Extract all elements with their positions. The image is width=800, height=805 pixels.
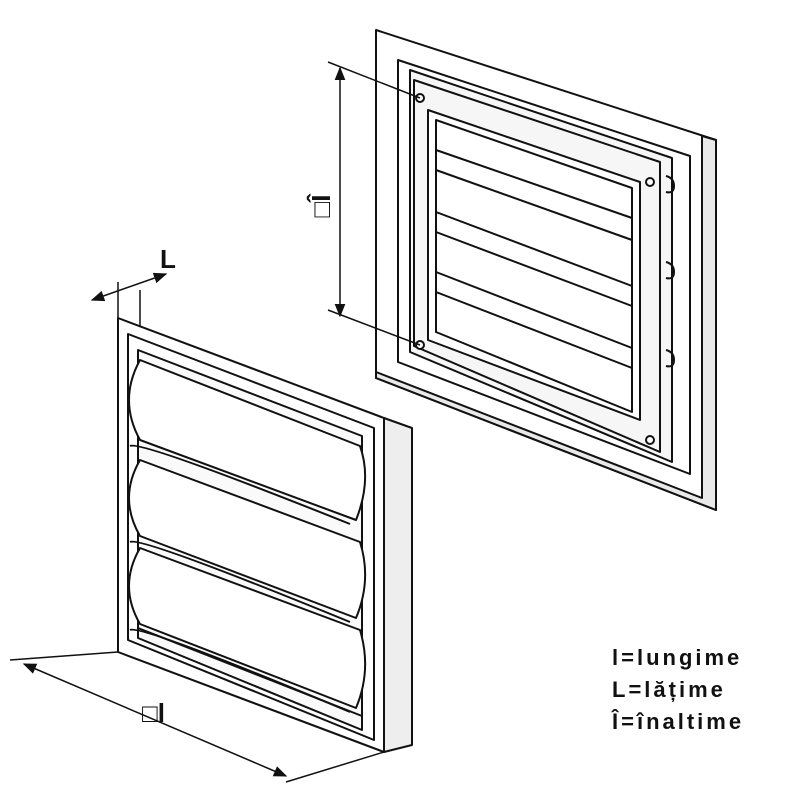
width-label: L — [160, 244, 176, 274]
rear-screw-br — [645, 435, 655, 445]
front-frame-side — [383, 417, 413, 753]
rear-grille — [375, 29, 717, 511]
front-louver-3 — [128, 547, 367, 709]
rear-slat-2 — [435, 211, 633, 287]
rear-slat-2b — [435, 231, 633, 307]
rear-slat-1 — [435, 149, 633, 219]
height-label: □Î — [306, 193, 336, 218]
rear-clip-3 — [665, 349, 675, 368]
length-ext-left — [9, 651, 119, 661]
rear-clip-1 — [665, 175, 675, 194]
rear-slat-3 — [435, 271, 633, 349]
rear-louver-window — [427, 109, 641, 421]
front-louver-1 — [128, 359, 367, 521]
front-grille — [117, 317, 413, 753]
length-ext-right — [285, 751, 385, 783]
rear-plate-rim — [413, 79, 661, 453]
length-dimension — [9, 651, 385, 783]
front-louver-2-edge — [129, 540, 351, 623]
legend: l=lungime L=lățime Î=înaltime — [611, 645, 744, 734]
length-dim-line — [22, 663, 288, 777]
rear-slat-1b — [435, 169, 633, 241]
rear-clip-2 — [665, 261, 675, 280]
legend-height: Î=înaltime — [611, 709, 744, 734]
front-louver-1-edge — [129, 444, 351, 525]
width-dim-line — [90, 272, 168, 302]
length-label: □l — [142, 698, 165, 728]
rear-frame-depth — [375, 135, 717, 511]
rear-screw-tr — [645, 177, 655, 187]
rear-slat-3b — [435, 291, 633, 369]
rear-louver-window-inner — [435, 119, 633, 413]
width-dimension — [90, 272, 168, 326]
front-louver-2 — [128, 459, 367, 619]
legend-length: l=lungime — [612, 645, 742, 670]
legend-width: L=lățime — [612, 677, 726, 702]
height-dimension — [327, 61, 421, 346]
